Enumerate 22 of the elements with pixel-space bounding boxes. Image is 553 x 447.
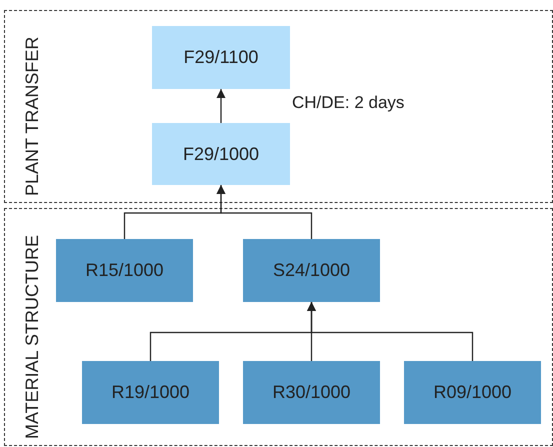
process-box [82, 361, 219, 424]
box-label: R19/1000 [111, 382, 190, 403]
arrow [307, 302, 474, 361]
arrow [216, 185, 312, 239]
lane-title: PLANT TRANSFER [22, 36, 43, 196]
process-box [404, 361, 541, 424]
edge-label: CH/DE: 2 days [290, 93, 406, 113]
swimlane-panel [4, 208, 553, 446]
box-label: R15/1000 [85, 260, 164, 281]
lane-title: MATERIAL STRUCTURE [22, 234, 43, 439]
process-box [152, 123, 290, 185]
box-label: F29/1100 [184, 47, 258, 68]
process-box [56, 239, 193, 302]
box-label: R09/1000 [433, 382, 512, 403]
box-label: R30/1000 [272, 382, 351, 403]
process-box [243, 239, 380, 302]
process-box [243, 361, 380, 424]
arrow [216, 89, 226, 123]
swimlane-panel [4, 10, 553, 203]
box-label: F29/1000 [182, 144, 260, 164]
process-box [152, 26, 290, 89]
box-label: S24/1000 [272, 260, 350, 281]
